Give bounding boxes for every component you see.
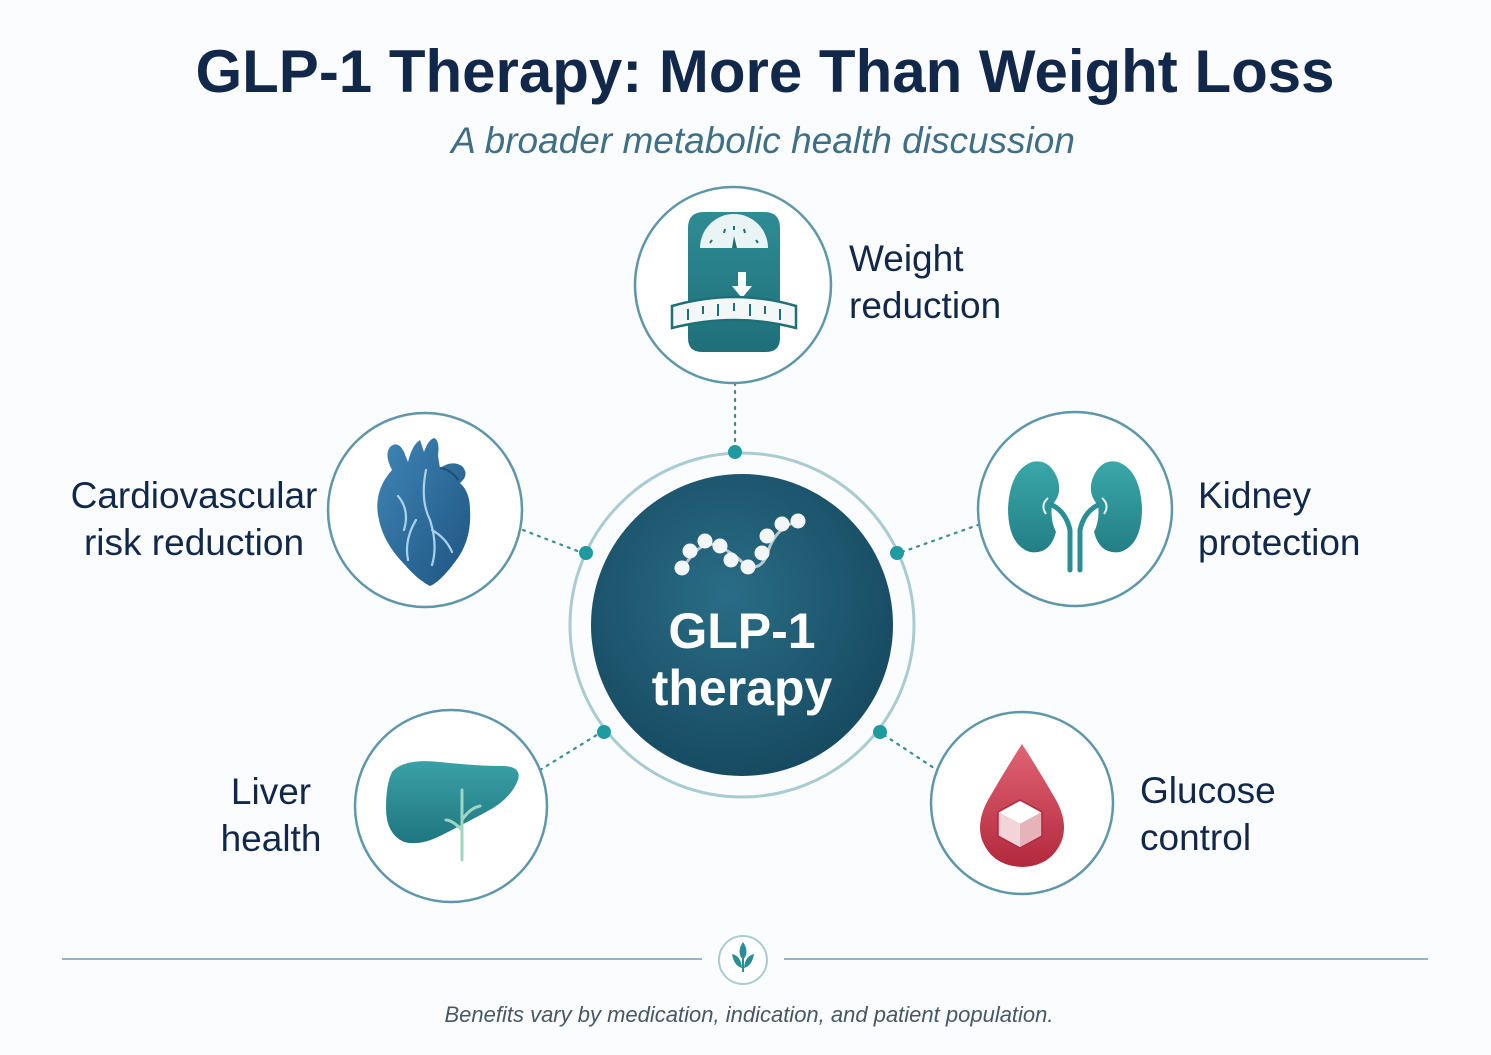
dot-weight (728, 445, 742, 459)
cardio-label-line2: risk reduction (84, 522, 304, 563)
benefit-weight: Weight reduction (633, 185, 1001, 385)
connector-cardio (521, 528, 582, 554)
center-label-line2: therapy (652, 660, 833, 716)
connector-dots (579, 445, 904, 739)
kidney-label-line1: Kidney (1198, 475, 1312, 516)
connector-glucose (882, 733, 942, 774)
benefit-kidney: Kidney protection (976, 410, 1361, 608)
blood-drop-icon (980, 744, 1064, 867)
benefit-glucose: Glucose control (929, 710, 1276, 896)
center-hub: GLP-1 therapy (568, 451, 916, 799)
connector-kidney (900, 523, 980, 554)
glucose-label-line1: Glucose (1140, 770, 1276, 811)
cardio-label-line1: Cardiovascular (71, 475, 318, 516)
benefit-liver: Liver health (221, 708, 549, 904)
footer: Benefits vary by medication, indication,… (62, 935, 1428, 1027)
kidney-label-line2: protection (1198, 522, 1361, 563)
liver-label-line2: health (221, 818, 322, 859)
footer-note: Benefits vary by medication, indication,… (444, 1002, 1053, 1027)
center-outer-ring (568, 451, 916, 799)
page-title: GLP-1 Therapy: More Than Weight Loss (195, 38, 1334, 105)
peptide-chain-icon (674, 513, 806, 576)
weight-label-line2: reduction (849, 285, 1001, 326)
center-circle (591, 474, 893, 776)
dot-cardio (579, 546, 593, 560)
liver-icon (386, 761, 519, 862)
dot-kidney (890, 546, 904, 560)
dot-glucose (873, 725, 887, 739)
heart-icon (377, 438, 471, 586)
connectors (521, 381, 980, 774)
connector-liver (538, 731, 602, 772)
weight-label-line1: Weight (849, 238, 964, 279)
leaf-icon (732, 942, 754, 972)
liver-label-line1: Liver (231, 771, 311, 812)
center-label-line1: GLP-1 (668, 603, 815, 659)
dot-liver (597, 725, 611, 739)
scale-icon (670, 212, 798, 352)
glucose-label-line2: control (1140, 817, 1251, 858)
kidneys-icon (1008, 461, 1142, 573)
kidney-circle (976, 410, 1174, 608)
page-subtitle: A broader metabolic health discussion (449, 120, 1075, 161)
benefit-cardio: Cardiovascular risk reduction (71, 411, 524, 609)
